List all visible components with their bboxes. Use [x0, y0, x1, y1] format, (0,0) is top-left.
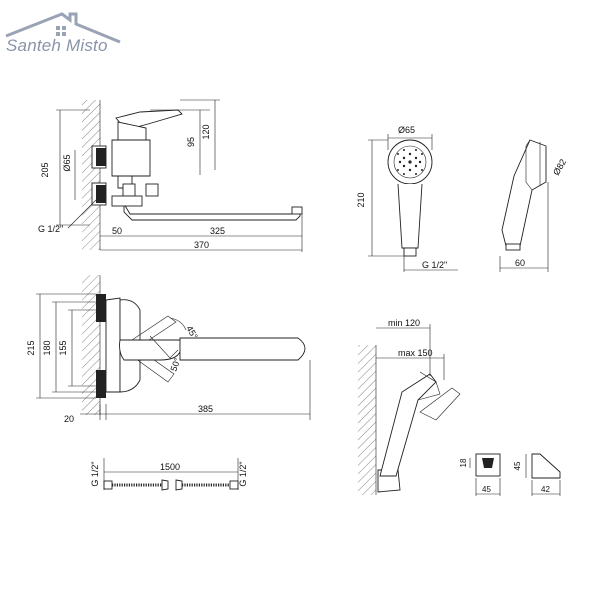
house-roof-icon [5, 12, 121, 44]
dim-385: 385 [198, 404, 213, 414]
shower-head-side: Ø82 60 [499, 139, 568, 272]
dim-d65: Ø65 [62, 154, 72, 171]
dim-50: 50 [112, 226, 122, 236]
dim-head-g12: G 1/2" [422, 260, 447, 270]
dim-120: 120 [201, 124, 211, 139]
dim-holder-18: 18 [459, 458, 468, 467]
dim-hose-g12-right: G 1/2" [238, 461, 248, 486]
dim-95: 95 [186, 137, 196, 147]
dim-370: 370 [194, 240, 209, 250]
dim-holder-min: min 120 [388, 318, 420, 328]
dim-hose-g12-left: G 1/2" [90, 461, 100, 486]
mixer-top-view: 45° 50° 215 180 155 20 385 [26, 275, 311, 424]
dim-205: 205 [40, 162, 50, 177]
dim-holder-max: max 150 [398, 348, 433, 358]
dim-20: 20 [64, 414, 74, 424]
dim-side-d82: Ø82 [551, 157, 568, 177]
dim-155: 155 [58, 340, 68, 355]
dim-head-d65: Ø65 [398, 125, 415, 135]
shower-holder-view: min 120 max 150 [358, 318, 461, 495]
dim-holder-45-front: 45 [482, 485, 491, 494]
dim-215: 215 [26, 340, 36, 355]
dim-180: 180 [42, 340, 52, 355]
dim-g12-side: G 1/2" [38, 224, 63, 234]
dim-325: 325 [210, 226, 225, 236]
shower-hose: 1500 G 1/2" G 1/2" [90, 458, 248, 491]
wall-hatch-3 [358, 345, 376, 495]
dim-head-210: 210 [356, 192, 366, 207]
brand-name: Santeh Misto [6, 36, 108, 55]
dim-holder-42: 42 [541, 485, 550, 494]
mixer-side-view: 205 Ø65 95 120 G 1/2" 50 325 370 [38, 99, 303, 252]
dim-hose-1500: 1500 [160, 462, 180, 472]
dim-angle-50: 50° [168, 356, 182, 373]
brand-logo: Santeh Misto [2, 6, 132, 62]
holder-side-detail: 45 42 [513, 453, 561, 496]
holder-front-detail: 18 45 [459, 453, 501, 496]
dim-holder-45-side: 45 [513, 461, 522, 470]
dim-side-60: 60 [515, 258, 525, 268]
wall-hatch [82, 100, 100, 250]
shower-head-front: Ø65 210 G 1/2" [356, 125, 458, 272]
